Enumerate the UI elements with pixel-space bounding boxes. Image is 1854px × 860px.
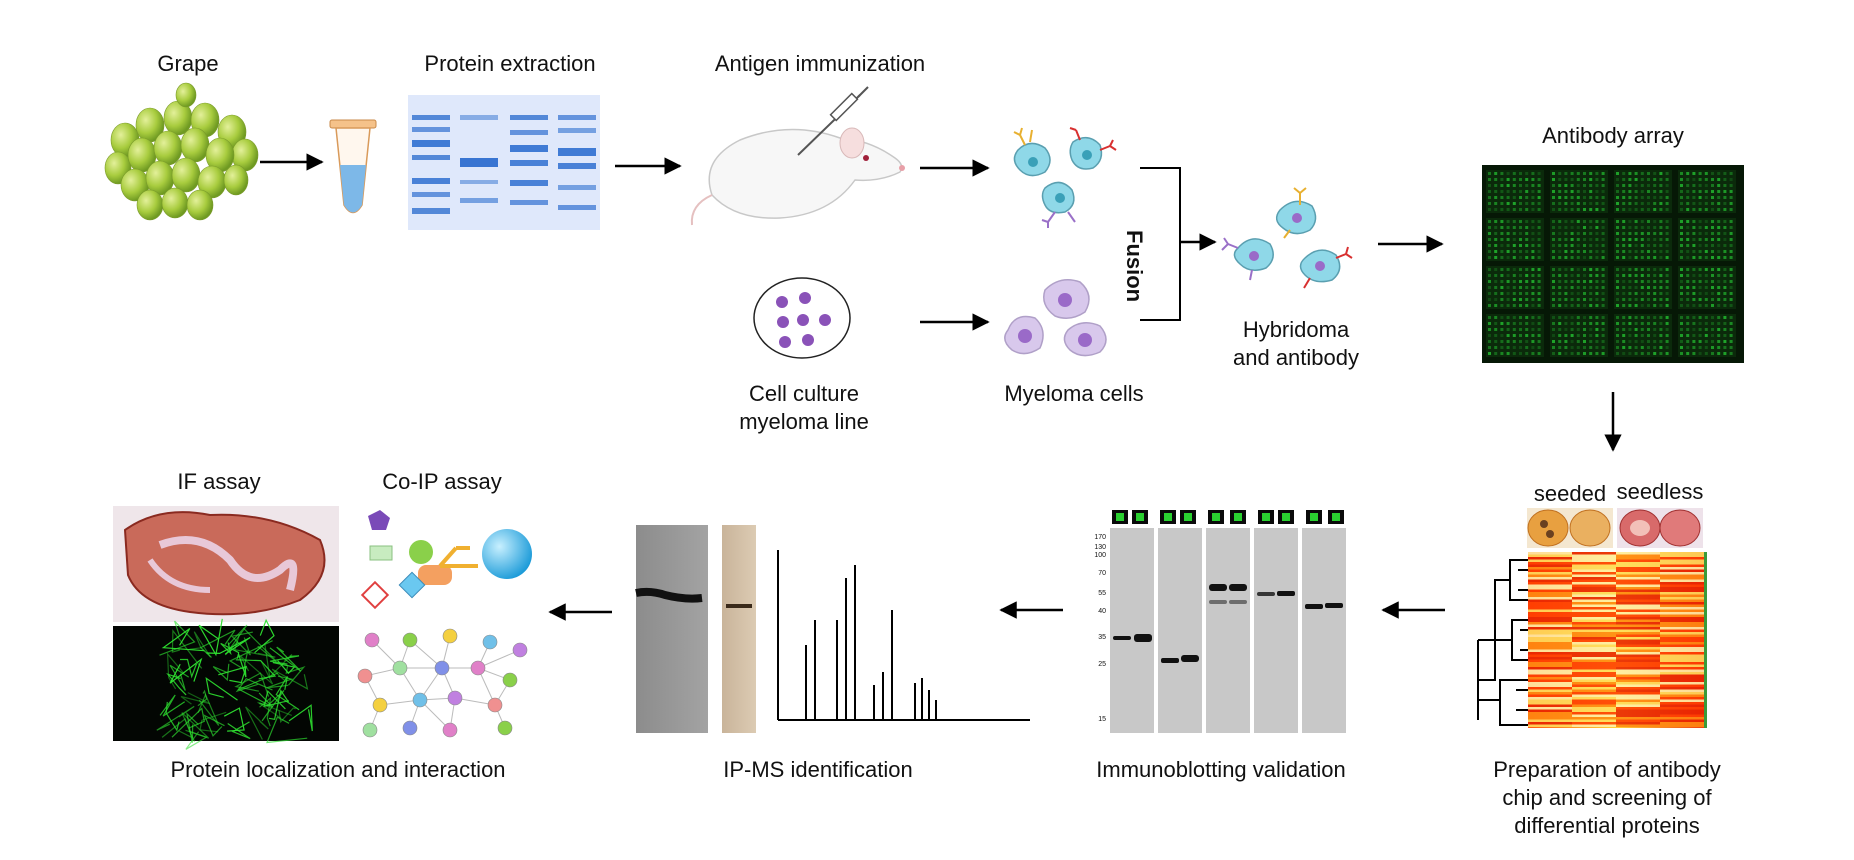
blot-marker-35: 35 [1098, 634, 1106, 641]
protein-interaction-network [352, 626, 536, 741]
blot-marker-130: 130 [1094, 544, 1106, 551]
cell-culture-dish-icon [753, 277, 851, 359]
cell-culture-label-line2: myeloma line [739, 409, 869, 434]
fusion-label: Fusion [1122, 230, 1147, 303]
antibody-array-image [1482, 165, 1744, 363]
heatmap-image [1528, 552, 1707, 728]
hybridoma-label-line1: Hybridoma [1242, 317, 1350, 342]
grape-image [97, 82, 275, 230]
antibody-array-label: Antibody array [1542, 123, 1684, 148]
sds-gel-image [408, 95, 600, 230]
coip-assay-label: Co-IP assay [382, 469, 502, 494]
if-assay-fluorescence-image [113, 618, 339, 750]
tube-icon [329, 119, 377, 214]
grape-label: Grape [157, 51, 219, 76]
hybridoma-label-line2: and antibody [1233, 345, 1359, 370]
ip-blot-image [635, 525, 756, 733]
b-cells-icon [1013, 127, 1117, 228]
blot-marker-25: 25 [1098, 661, 1106, 668]
blot-marker-55: 55 [1098, 590, 1106, 597]
coip-assay-diagram [352, 506, 536, 622]
antigen-immunization-label: Antigen immunization [714, 51, 926, 76]
if-assay-histology-image [113, 506, 339, 622]
seedless-label: seedless [1616, 479, 1704, 504]
blot-marker-40: 40 [1098, 608, 1106, 615]
ip-ms-label: IP-MS identification [723, 757, 913, 782]
seedless-grape-photo [1617, 508, 1703, 548]
blot-marker-170: 170 [1094, 534, 1106, 541]
blot-marker-70: 70 [1098, 570, 1106, 577]
immunoblotting-label: Immunoblotting validation [1096, 757, 1346, 782]
seeded-grape-photo [1527, 508, 1613, 548]
prep-label-line1: Preparation of antibody [1493, 757, 1721, 782]
localization-label: Protein localization and interaction [170, 757, 506, 782]
prep-label-line3: differential proteins [1514, 813, 1700, 838]
hybridoma-icon [1221, 187, 1353, 289]
dendrogram [1477, 559, 1528, 726]
immunoblot-image [1110, 510, 1346, 733]
myeloma-cells-label: Myeloma cells [1004, 381, 1144, 406]
cell-culture-label-line1: Cell culture [748, 381, 860, 406]
fusion-bracket [1140, 167, 1217, 321]
prep-label-line2: chip and screening of [1502, 785, 1712, 810]
mouse-image [690, 86, 905, 226]
blot-marker-15: 15 [1098, 716, 1106, 723]
mass-spectrum [777, 550, 1030, 721]
protein-extraction-label: Protein extraction [424, 51, 596, 76]
myeloma-cells-icon [1004, 279, 1107, 357]
if-assay-label: IF assay [177, 469, 261, 494]
blot-marker-100: 100 [1094, 552, 1106, 559]
seeded-label: seeded [1533, 481, 1607, 506]
